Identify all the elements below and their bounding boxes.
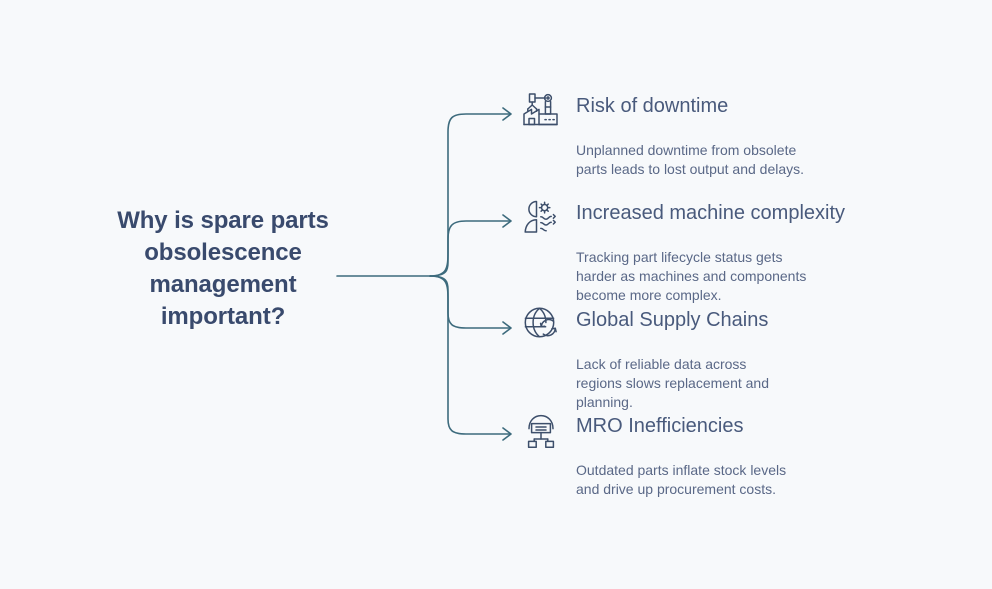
branch-description: Unplanned downtime from obsolete parts l… (576, 141, 876, 179)
connector-branch-3 (429, 275, 511, 329)
root-title-line-2: obsolescence (144, 238, 302, 266)
warehouse-distribution-icon (521, 408, 565, 452)
branch-desc-line: Unplanned downtime from obsolete (576, 142, 797, 158)
branch-heading: MRO Inefficiencies (576, 415, 744, 437)
head-gear-complexity-icon (521, 195, 565, 239)
branch-desc-line: planning. (576, 394, 633, 411)
branch-desc-line: harder as machines and components (576, 268, 807, 285)
branch-description: Outdated parts inflate stock levels and … (576, 461, 876, 499)
branch-desc-line: and drive up procurement costs. (576, 481, 776, 498)
factory-robot-arm-icon (521, 88, 565, 132)
branch-desc-line: become more complex. (576, 287, 722, 304)
arrowhead-3 (502, 321, 512, 335)
arrowhead-1 (502, 107, 512, 121)
root-title-line-1: Why is spare parts (117, 207, 329, 234)
branch-item-risk-of-downtime[interactable]: Risk of downtime Unplanned downtime from… (521, 92, 951, 179)
connector-branch-1 (429, 113, 511, 277)
root-title-line-3: management (149, 270, 297, 298)
globe-refresh-icon (521, 302, 565, 346)
branch-desc-line: Tracking part lifecycle status gets (576, 249, 783, 265)
arrowhead-2 (502, 214, 512, 228)
root-title-line-4: important? (160, 302, 286, 330)
branch-heading: Increased machine complexity (576, 202, 846, 224)
connector-branch-2 (429, 220, 511, 277)
branch-desc-line: Lack of reliable data across (576, 356, 747, 372)
connector-branch-4 (429, 275, 511, 435)
branch-heading: Global Supply Chains (576, 309, 769, 331)
root-question: Why is spare parts obsolescence manageme… (78, 205, 368, 333)
branch-heading: Risk of downtime (576, 95, 729, 117)
branch-desc-line: Outdated parts inflate stock levels (576, 462, 787, 478)
branch-desc-line: parts leads to lost output and delays. (576, 161, 805, 178)
arrowhead-4 (502, 427, 512, 441)
branch-item-mro-inefficiencies[interactable]: MRO Inefficiencies Outdated parts inflat… (521, 412, 951, 499)
branch-item-global-supply-chains[interactable]: Global Supply Chains Lack of reliable da… (521, 306, 951, 412)
branch-item-increased-machine-complexity[interactable]: Increased machine complexity Tracking pa… (521, 199, 951, 305)
branch-description: Lack of reliable data across regions slo… (576, 355, 876, 412)
branch-desc-line: regions slows replacement and (576, 375, 769, 392)
branch-description: Tracking part lifecycle status gets hard… (576, 248, 876, 305)
